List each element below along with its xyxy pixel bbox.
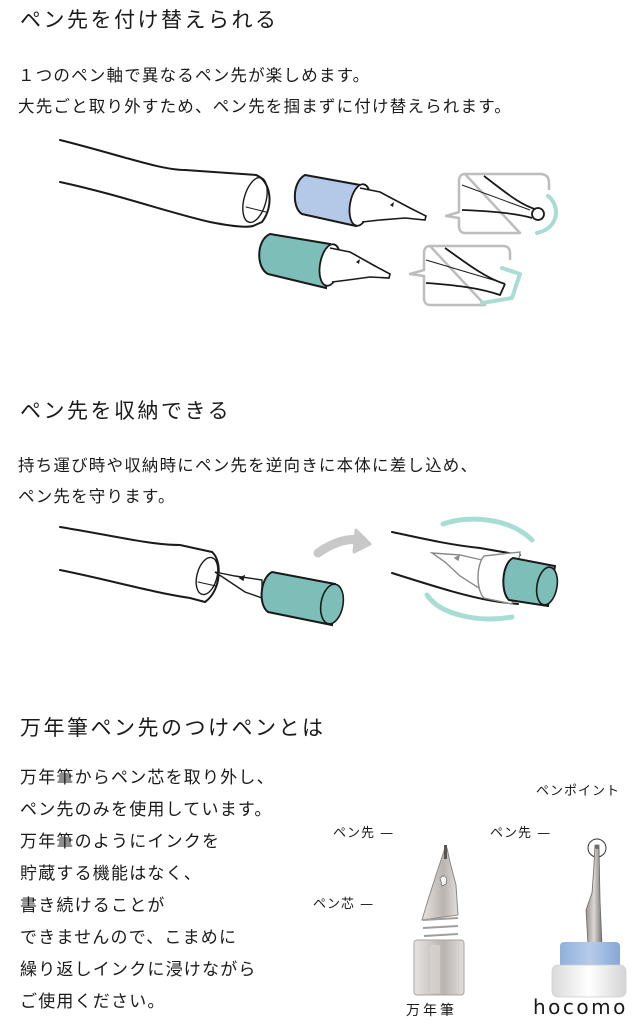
section-title-swap: ペン先を付け替えられる — [20, 8, 279, 32]
hocomo-pen-photo — [551, 838, 627, 998]
teal-grip-icon — [260, 570, 345, 627]
hocomo-nib-label: ペン先 — — [490, 826, 552, 841]
section-title-dip-pen: 万年筆ペン先のつけペンとは — [20, 716, 326, 740]
section-text-storage-line-2: ペン先を守ります。 — [18, 487, 176, 506]
section-text-dip-pen-line-2: ペン先のみを使用しています。 — [20, 800, 273, 820]
section-text-dip-pen-line-1: 万年筆からペン芯を取り外し、 — [20, 768, 275, 788]
pen-body-stored-icon — [391, 531, 521, 605]
fountain-pen-feed-label: ペン芯 — — [313, 897, 375, 912]
arrow-right-icon — [313, 528, 372, 558]
fountain-pen-photo — [413, 845, 465, 996]
rotate-arc-top-icon — [440, 516, 535, 543]
fountain-pen-caption: 万年筆 — [406, 1003, 457, 1019]
rotate-arc-bottom-icon — [424, 592, 515, 622]
section-text-storage-line-1: 持ち運び時や収納時にペン先を逆向きに本体に差し込め、 — [18, 456, 479, 475]
pen-nib-swap-illustration — [59, 139, 558, 307]
section-text-dip-pen-line-7: 繰り返しインクに浸けながら — [20, 960, 257, 980]
stored-nib-icon — [429, 552, 483, 592]
blue-grip-icon — [293, 173, 427, 228]
section-text-swap-line-2: 大先ごと取り外すため、ペン先を掴まずに付け替えられます。 — [18, 97, 512, 116]
hocomo-pen-point-label: ペンポイント — [536, 784, 621, 799]
fountain-pen-nib-label: ペン先 — — [333, 826, 395, 841]
stored-grip-icon — [477, 551, 559, 608]
section-text-dip-pen-line-4: 貯蔵する機能はなく、 — [20, 864, 202, 884]
section-text-dip-pen-line-6: できませんので、こまめに — [20, 928, 238, 948]
square-nib-callout-icon — [408, 244, 522, 307]
round-nib-callout-icon — [444, 172, 558, 235]
hocomo-caption: hocomo — [533, 995, 628, 1019]
section-title-storage: ペン先を収納できる — [20, 399, 232, 423]
pen-body-open-icon — [59, 526, 220, 603]
pen-barrel-icon — [59, 139, 271, 228]
teal-grip-icon — [258, 232, 391, 290]
section-text-dip-pen-line-8: ご使用ください。 — [20, 992, 166, 1012]
section-text-dip-pen-line-3: 万年筆のようにインクを — [20, 832, 221, 852]
pen-nib-storage-illustration — [59, 516, 559, 627]
reversed-nib-icon — [214, 571, 263, 599]
section-text-swap-line-1: １つのペン軸で異なるペン先が楽しめます。 — [18, 66, 371, 85]
section-text-dip-pen-line-5: 書き続けることが — [20, 896, 166, 916]
